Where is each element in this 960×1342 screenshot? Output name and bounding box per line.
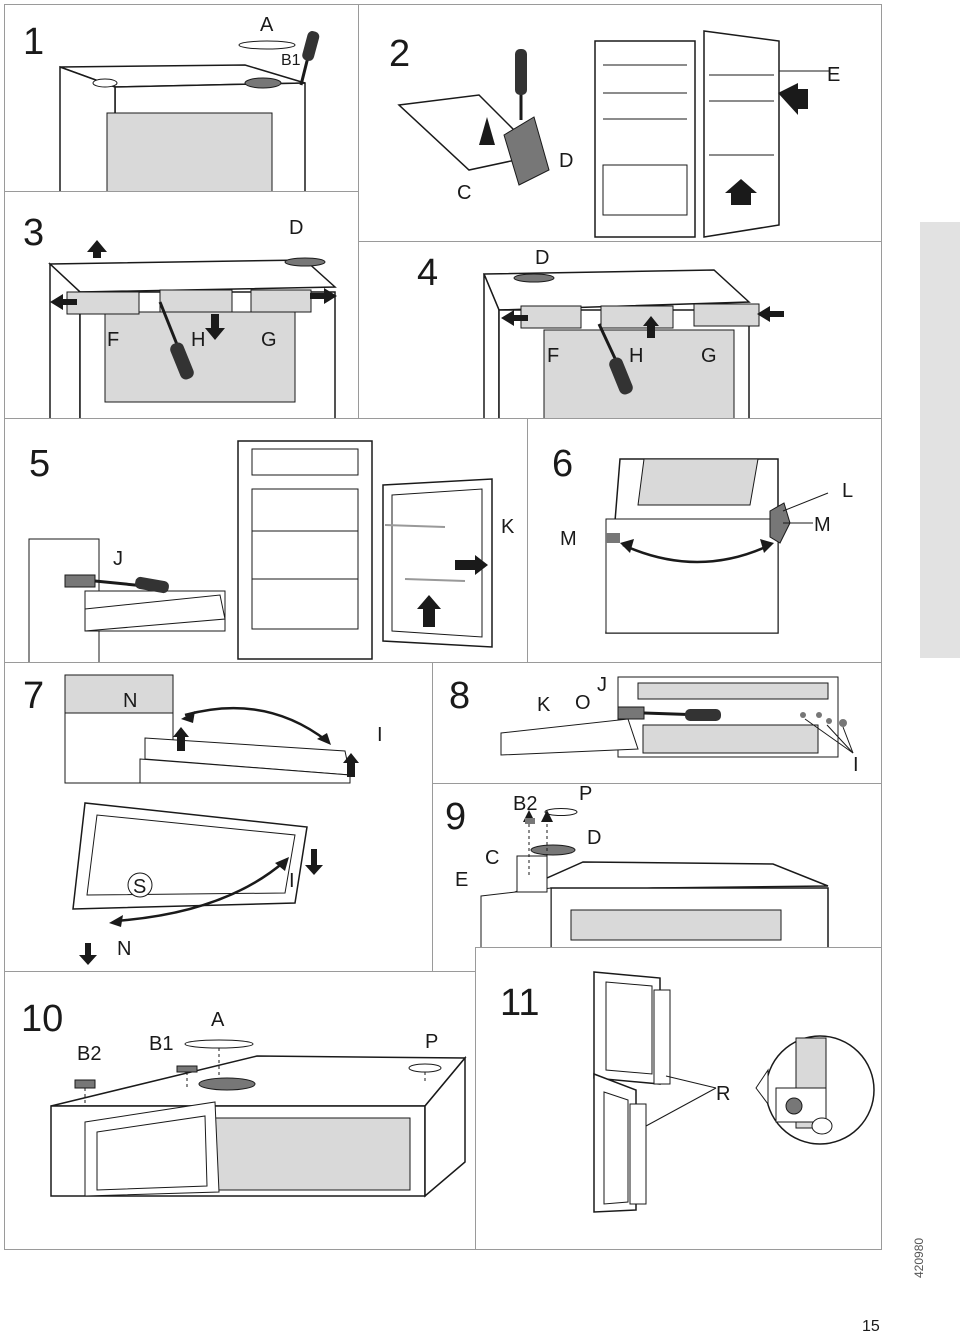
part-label: A [260,14,274,36]
part-label: E [827,64,841,86]
part-label: O [575,692,591,714]
step-number: 7 [23,675,45,717]
part-label: D [289,217,304,239]
part-label: H [191,329,206,351]
step-2-illustration [397,30,829,238]
step-8-illustration [500,676,854,758]
part-label: P [579,783,593,805]
step-9-panel: 9 B2 P C D E [432,783,882,972]
step-8-panel: 8 K O J I [432,662,882,784]
step-4-illustration [482,269,784,418]
step-5-illustration [28,440,493,662]
part-label: D [559,150,574,172]
part-label: F [107,329,120,351]
step-2-panel: 2 C D E [358,4,882,242]
step-7-panel: 7 N I S I N [4,662,433,972]
part-label: N [117,938,132,960]
part-label: M [814,514,831,536]
step-number: 1 [23,21,45,63]
part-label: I [289,870,295,892]
part-label: B1 [149,1033,174,1055]
step-number: 11 [500,982,540,1024]
step-11-illustration [593,971,875,1213]
part-label: J [113,548,123,570]
part-label: L [842,480,854,502]
step-3-illustration [48,240,337,418]
part-label: S [133,876,147,898]
step-number: 8 [449,675,471,717]
step-number: 5 [29,443,51,485]
section-side-tab [920,222,960,658]
part-label: H [629,345,644,367]
part-label: D [587,827,602,849]
step-5-panel: 5 J K [4,418,528,663]
part-label: K [537,694,551,716]
page-number: 15 [862,1318,880,1335]
part-label: P [425,1031,439,1053]
part-label: B1 [281,52,301,69]
part-label: N [123,690,138,712]
step-7-illustration [64,674,359,965]
part-label: B2 [513,793,538,815]
part-label: E [455,869,469,891]
step-9-illustration [480,808,829,949]
step-10-illustration [50,1039,467,1198]
part-label: M [560,528,577,550]
part-label: R [716,1083,731,1105]
part-label: A [211,1009,225,1031]
part-label: J [597,674,607,696]
part-label: G [261,329,277,351]
step-1-panel: 1 A B1 [4,4,359,192]
step-number: 3 [23,212,45,254]
part-label: B2 [77,1043,102,1065]
step-number: 4 [417,252,439,294]
part-label: F [547,345,560,367]
step-6-panel: 6 M L M [527,418,882,663]
step-number: 9 [445,796,467,838]
part-label: I [853,754,859,776]
part-label: C [457,182,472,204]
step-6-illustration [605,458,829,634]
step-3-panel: 3 D F H G [4,191,359,419]
step-number: 6 [552,443,574,485]
step-4-panel: 4 D F H G [358,241,882,419]
part-label: C [485,847,500,869]
step-number: 10 [21,998,64,1040]
step-11-panel: 11 R [475,947,882,1250]
part-label: G [701,345,717,367]
document-code: 420980 [912,1237,926,1278]
step-number: 2 [389,33,411,75]
part-label: D [535,247,550,269]
step-1-illustration [59,31,320,191]
part-label: I [377,724,383,746]
part-label: K [501,516,515,538]
step-10-panel: 10 B2 B1 A P [4,971,476,1250]
